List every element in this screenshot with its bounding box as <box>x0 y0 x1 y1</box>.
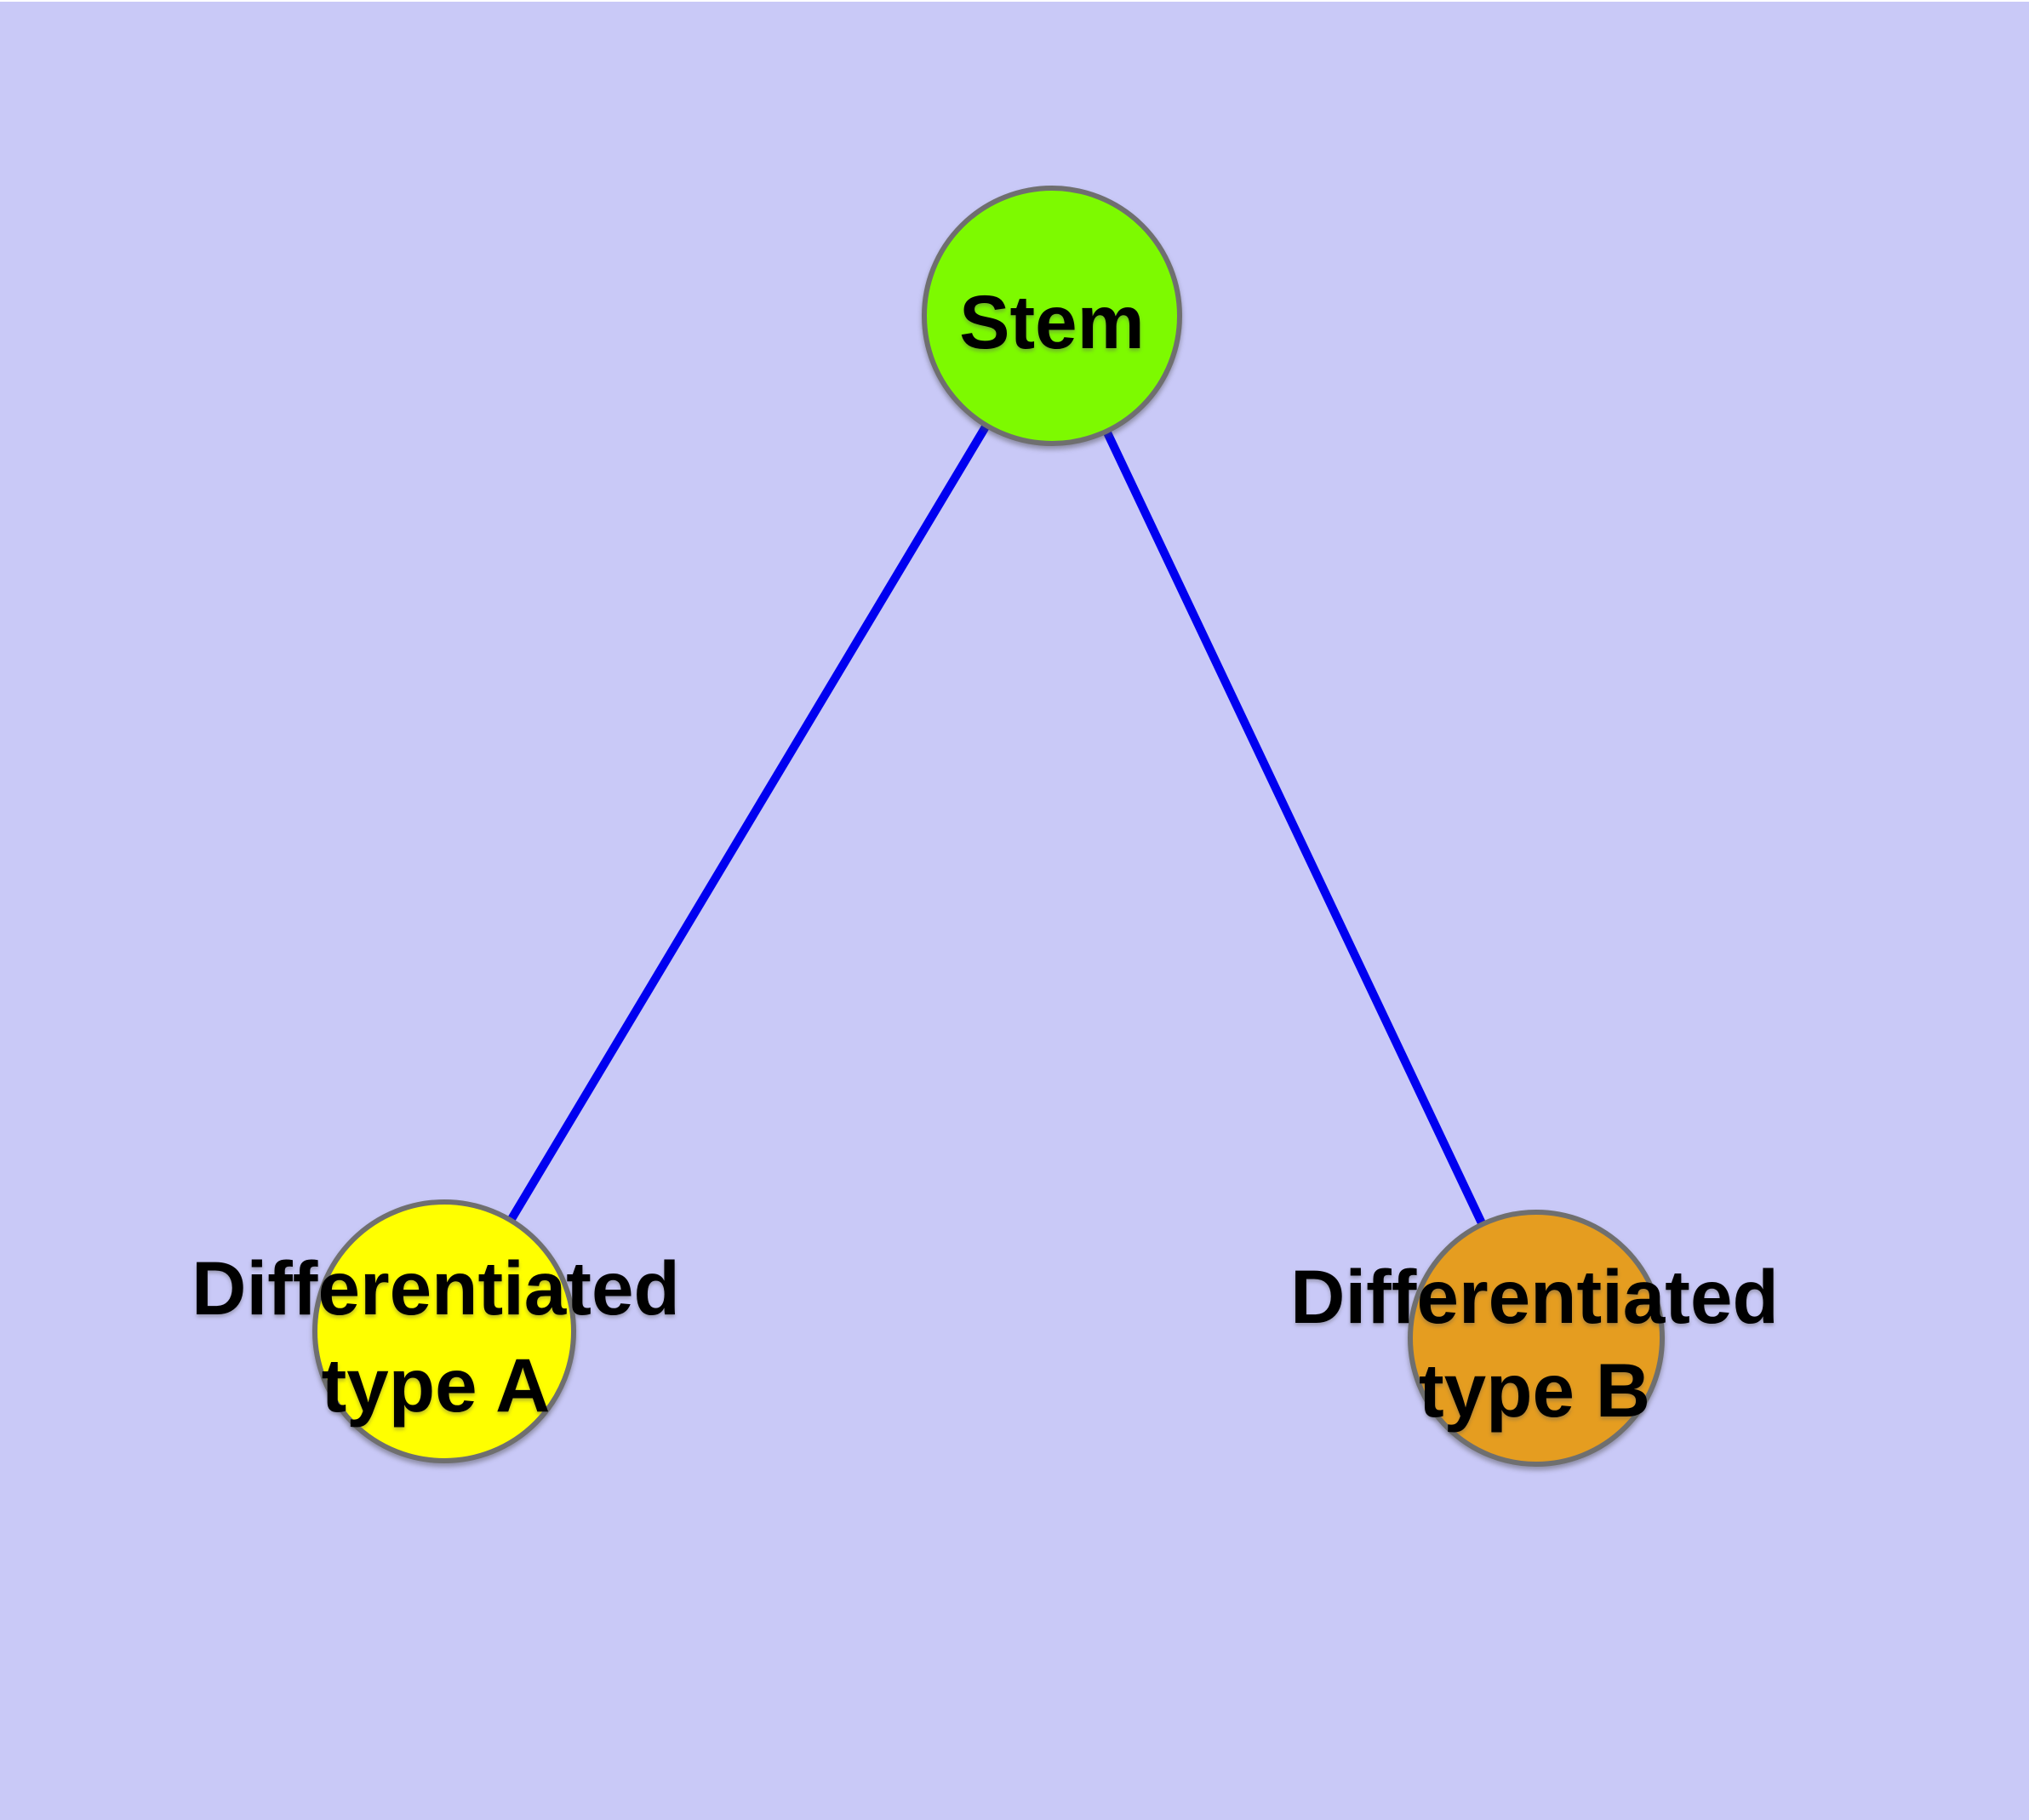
node-type-b-label-line2: type B <box>1419 1348 1650 1433</box>
node-type-a-circle <box>312 1199 576 1463</box>
edge-group <box>440 313 1540 1341</box>
edge-stem-to-type-a <box>440 313 1056 1334</box>
node-type-a-label-line2: type A <box>322 1342 551 1428</box>
label-group: Stem Differentiated type A Differentiate… <box>191 279 1779 1433</box>
node-stem-label: Stem <box>959 279 1145 364</box>
node-type-b-label-line1: Differentiated <box>1290 1254 1779 1339</box>
edge-stem-to-type-b <box>1048 313 1540 1341</box>
node-stem-circle <box>922 186 1182 446</box>
node-group <box>312 186 1665 1467</box>
node-type-a-label-line1: Differentiated <box>191 1245 680 1331</box>
node-type-b-circle <box>1408 1210 1665 1467</box>
